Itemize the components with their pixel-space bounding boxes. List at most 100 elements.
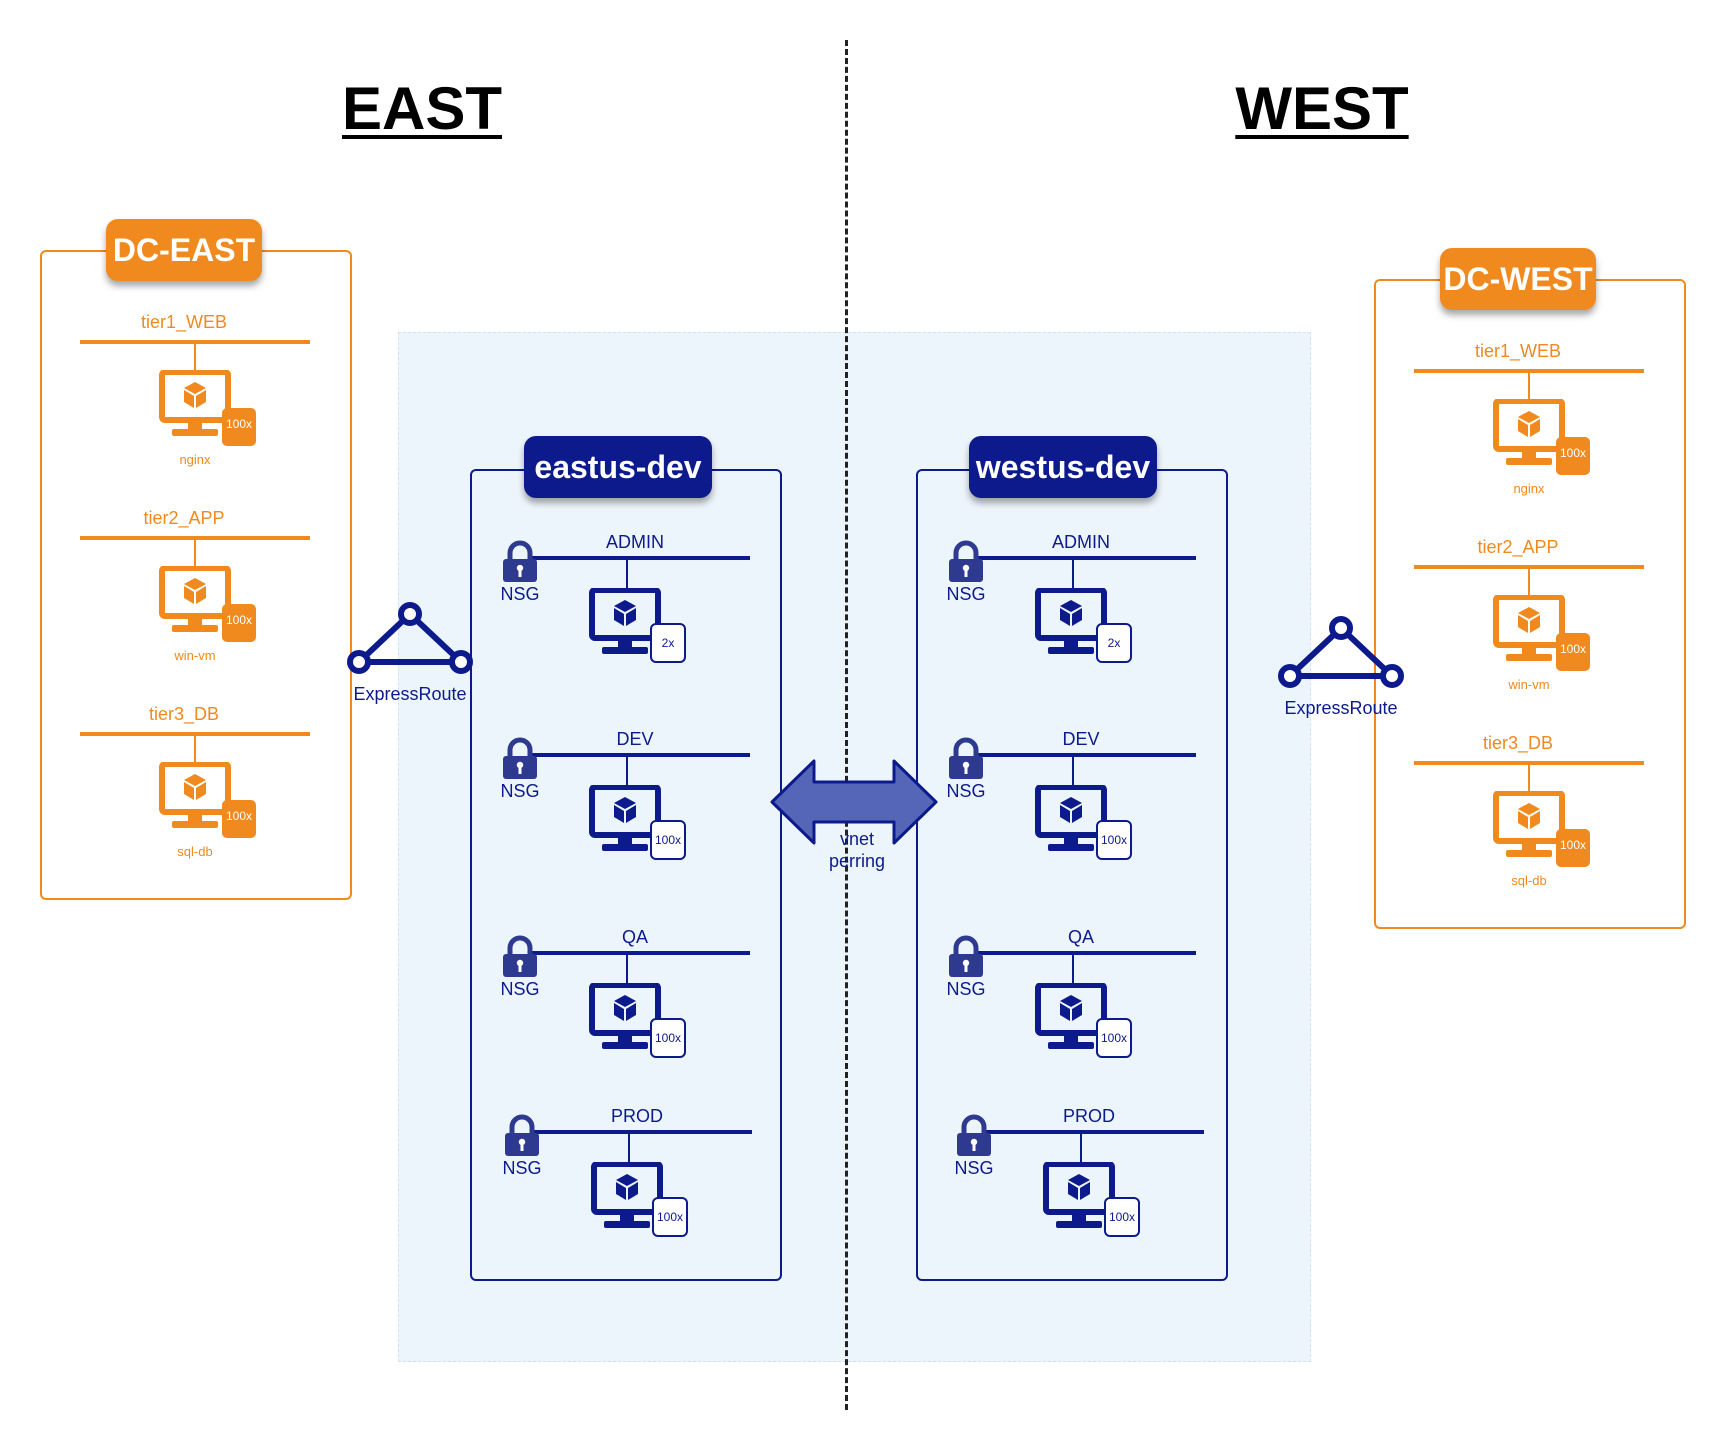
tier-name: tier2_APP — [1477, 537, 1559, 557]
nsg-label: NSG — [502, 1158, 542, 1178]
vm-icon — [158, 370, 266, 450]
subnet-name: QA — [621, 927, 648, 947]
subnet-bus-line — [976, 556, 1196, 560]
nsg-label: NSG — [946, 781, 986, 801]
subnet-connector — [626, 755, 628, 785]
subnet-bus-line — [530, 556, 750, 560]
vm-count: 100x — [654, 833, 682, 847]
vnet-west-subnet-dev: DEV NSG 100x — [946, 729, 1196, 879]
lock-icon — [500, 540, 540, 584]
subnet-name: QA — [1067, 927, 1094, 947]
tier-connector — [194, 734, 196, 762]
nsg-label: NSG — [500, 979, 540, 999]
subnet-bus-line — [976, 951, 1196, 955]
azure-cloud-area — [398, 332, 1311, 1362]
peering-label-line1: vnet — [839, 829, 875, 849]
dc-west-tier-3: tier3_DB 100x sql-db — [1414, 733, 1644, 888]
tier-name: tier3_DB — [148, 704, 220, 724]
nsg-label: NSG — [946, 584, 986, 604]
vnet-west-title: westus-dev — [969, 436, 1157, 498]
double-arrow-icon — [770, 759, 938, 845]
nsg-label: NSG — [500, 584, 540, 604]
west-heading: WEST — [1235, 75, 1409, 142]
dc-west-title: DC-WEST — [1440, 248, 1596, 310]
tier-name: tier1_WEB — [140, 312, 228, 332]
vm-label: nginx — [1513, 481, 1545, 496]
expressroute-icon — [1276, 614, 1406, 694]
dc-east-tier-2: tier2_APP 100x win-vm — [80, 508, 310, 663]
subnet-name: DEV — [616, 729, 654, 749]
vnet-west-subnet-qa: QA NSG 100x — [946, 927, 1196, 1077]
vm-count: 2x — [661, 636, 675, 650]
expressroute-west: ExpressRoute — [1276, 614, 1406, 724]
subnet-bus-line — [530, 753, 750, 757]
peering-label-line2: perring — [828, 851, 886, 871]
vnet-east-subnet-prod: PROD NSG 100x — [502, 1106, 752, 1256]
vm-count: 100x — [1100, 833, 1128, 847]
subnet-bus-line — [984, 1130, 1204, 1134]
vm-icon — [1034, 785, 1139, 865]
east-heading: EAST — [341, 75, 503, 142]
vm-count: 100x — [1559, 446, 1587, 460]
vm-count: 100x — [225, 417, 253, 431]
vm-label: win-vm — [1508, 677, 1550, 692]
vm-icon — [588, 983, 693, 1063]
subnet-connector — [626, 558, 628, 588]
vnet-peering-label: vnet perring — [797, 828, 917, 872]
vnet-east-subnet-dev: DEV NSG 100x — [500, 729, 750, 879]
subnet-name: PROD — [1062, 1106, 1115, 1126]
vm-icon — [1492, 791, 1600, 871]
subnet-name: DEV — [1062, 729, 1100, 749]
vm-icon — [1492, 595, 1600, 675]
vm-icon — [1034, 983, 1139, 1063]
vm-icon — [590, 1162, 695, 1242]
vm-label: win-vm — [174, 648, 216, 663]
subnet-name: PROD — [610, 1106, 663, 1126]
vm-label: sql-db — [1511, 873, 1547, 888]
lock-icon — [500, 935, 540, 979]
subnet-connector — [1080, 1132, 1082, 1162]
subnet-connector — [1072, 755, 1074, 785]
vm-count: 100x — [654, 1031, 682, 1045]
region-divider — [845, 40, 848, 1410]
tier-name: tier1_WEB — [1474, 341, 1562, 361]
tier-connector — [1528, 763, 1530, 791]
vnet-east-subnet-admin: ADMIN NSG 2x — [500, 532, 750, 682]
vm-label: nginx — [179, 452, 211, 467]
vm-count: 100x — [1559, 838, 1587, 852]
dc-east-tier-1: tier1_WEB 100x nginx — [80, 312, 310, 467]
vm-icon — [1034, 588, 1139, 668]
subnet-name: ADMIN — [606, 532, 664, 552]
vm-count: 2x — [1107, 636, 1121, 650]
lock-icon — [500, 737, 540, 781]
nsg-label: NSG — [500, 781, 540, 801]
tier-connector — [194, 538, 196, 566]
dc-west-tier-2: tier2_APP 100x win-vm — [1414, 537, 1644, 692]
vm-count: 100x — [225, 809, 253, 823]
subnet-connector — [1072, 558, 1074, 588]
vm-count: 100x — [225, 613, 253, 627]
vm-icon — [1492, 399, 1600, 479]
dc-west-tier-1: tier1_WEB 100x nginx — [1414, 341, 1644, 496]
vnet-east-subnet-qa: QA NSG 100x — [500, 927, 750, 1077]
vm-count: 100x — [656, 1210, 684, 1224]
vm-label: sql-db — [177, 844, 213, 859]
expressroute-label: ExpressRoute — [353, 684, 467, 704]
tier-connector — [194, 342, 196, 370]
subnet-connector — [1072, 953, 1074, 983]
vnet-west-subnet-admin: ADMIN NSG 2x — [946, 532, 1196, 682]
vm-count: 100x — [1559, 642, 1587, 656]
tier-connector — [1528, 567, 1530, 595]
vm-icon — [158, 566, 266, 646]
vm-icon — [158, 762, 266, 842]
dc-east-title: DC-EAST — [106, 219, 262, 281]
tier-name: tier3_DB — [1482, 733, 1554, 753]
expressroute-icon — [345, 600, 475, 680]
subnet-bus-line — [532, 1130, 752, 1134]
vnet-east-title: eastus-dev — [524, 436, 712, 498]
lock-icon — [502, 1114, 542, 1158]
vm-icon — [588, 785, 693, 865]
lock-icon — [946, 737, 986, 781]
nsg-label: NSG — [946, 979, 986, 999]
tier-name: tier2_APP — [143, 508, 225, 528]
